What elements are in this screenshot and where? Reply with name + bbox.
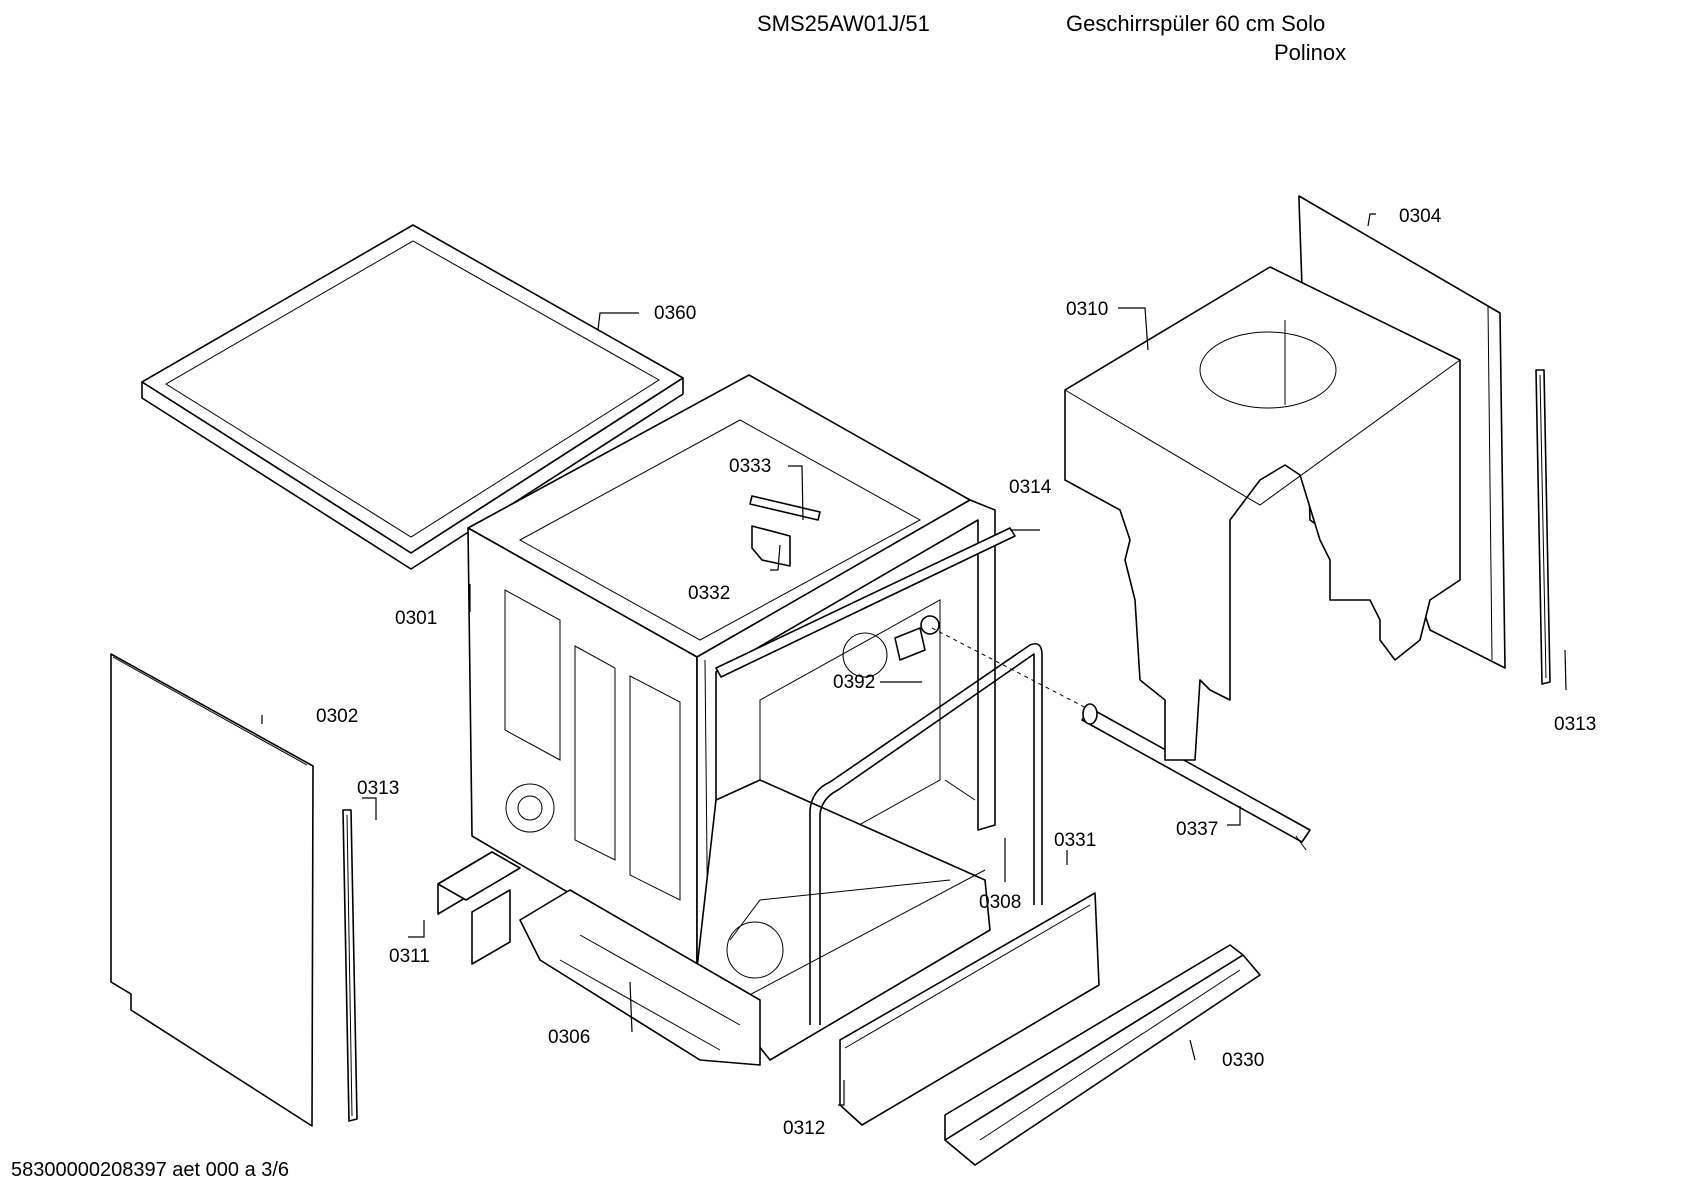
trim-strip-right — [1535, 369, 1551, 685]
part-label-0314: 0314 — [1009, 477, 1052, 498]
door-seal — [809, 642, 1043, 1025]
part-label-0337: 0337 — [1176, 819, 1218, 840]
part-labels: 0304 0360 0310 0333 0314 0332 0301 0392 … — [316, 206, 1596, 1139]
part-label-0313-right: 0313 — [1554, 714, 1596, 735]
trim-strip-left — [342, 809, 358, 1122]
part-label-0331: 0331 — [1054, 830, 1096, 851]
part-label-0304: 0304 — [1399, 206, 1442, 227]
plinth-front — [839, 892, 1100, 1126]
top-insulation-mat — [1064, 266, 1461, 761]
part-label-0306: 0306 — [548, 1027, 590, 1048]
part-label-0313-left: 0313 — [357, 778, 399, 799]
hose — [944, 779, 976, 801]
part-label-0333: 0333 — [729, 456, 771, 477]
main-cabinet — [467, 374, 996, 1061]
part-label-0301: 0301 — [395, 608, 437, 629]
part-label-0332: 0332 — [688, 583, 730, 604]
model-number: SMS25AW01J/51 — [757, 11, 930, 36]
part-label-0392: 0392 — [833, 672, 875, 693]
part-label-0310: 0310 — [1066, 299, 1108, 320]
connector-fitting — [894, 615, 940, 661]
spray-arm-tube — [931, 627, 1311, 851]
top-seal-bar — [715, 527, 1016, 678]
side-panel-left — [110, 653, 314, 1127]
part-label-0308: 0308 — [979, 892, 1021, 913]
part-label-0360: 0360 — [654, 303, 696, 324]
kick-strip — [944, 944, 1261, 1166]
part-label-0330: 0330 — [1222, 1050, 1264, 1071]
part-label-0311: 0311 — [389, 946, 430, 967]
part-label-0312: 0312 — [783, 1118, 825, 1139]
leader-lines — [261, 213, 1567, 1106]
top-cover-panel — [141, 224, 684, 570]
appliance-variant: Polinox — [1274, 40, 1347, 65]
document-id: 58300000208397 aet 000 a 3/6 — [11, 1159, 290, 1181]
part-label-0302: 0302 — [316, 706, 358, 727]
appliance-description: Geschirrspüler 60 cm Solo — [1066, 11, 1326, 36]
base-pan — [519, 889, 761, 1066]
insulation-block — [437, 851, 521, 965]
